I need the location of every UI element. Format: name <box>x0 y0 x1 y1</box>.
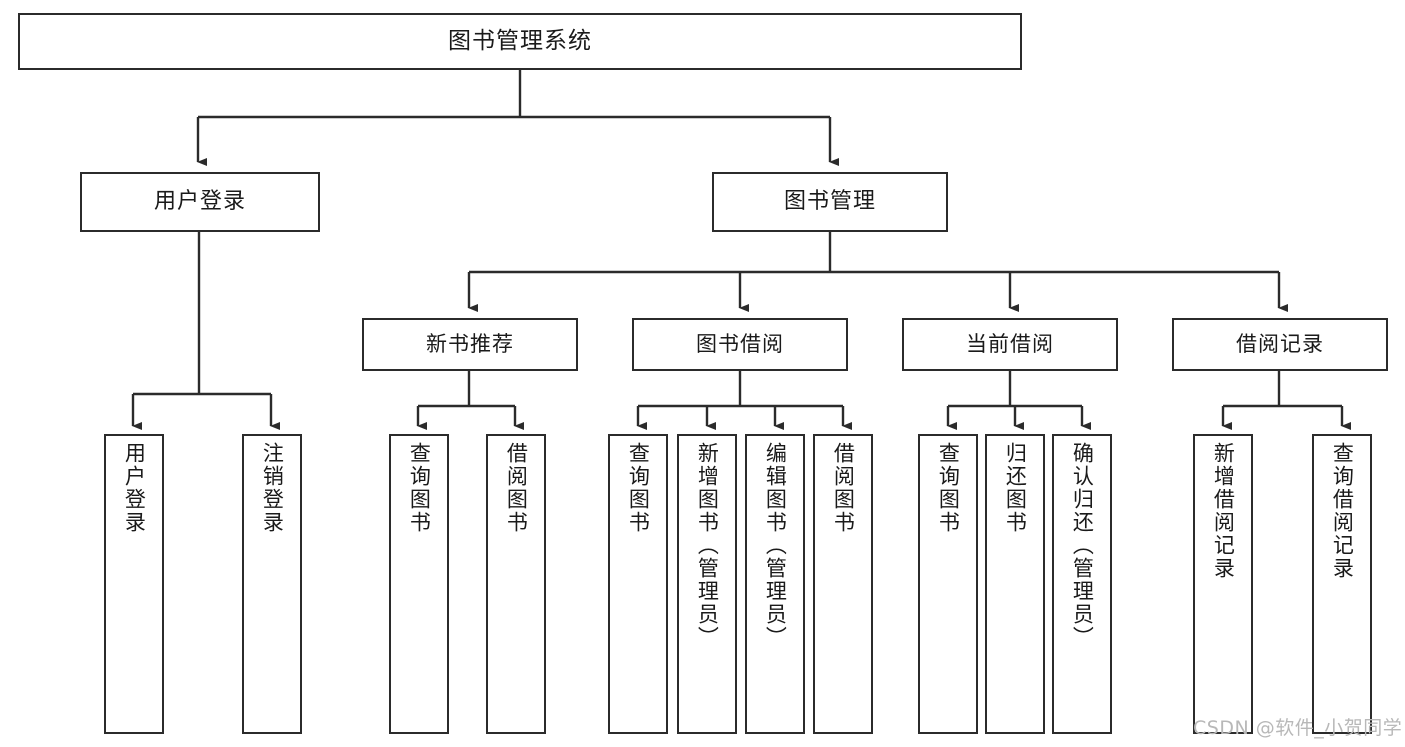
node-current-borrow[interactable]: 当前借阅 <box>902 318 1118 371</box>
leaf-borrow-add-book-admin[interactable]: 新增图书（管理员） <box>677 434 737 734</box>
node-label: 借阅记录 <box>1236 332 1324 357</box>
node-root-system[interactable]: 图书管理系统 <box>18 13 1022 70</box>
node-label: 借阅图书 <box>504 442 529 534</box>
node-label: 编辑图书（管理员） <box>763 442 788 649</box>
node-book-borrow[interactable]: 图书借阅 <box>632 318 848 371</box>
node-user-login[interactable]: 用户登录 <box>80 172 320 232</box>
node-label: 图书管理 <box>783 189 876 215</box>
leaf-current-confirm-return-admin[interactable]: 确认归还（管理员） <box>1052 434 1112 734</box>
node-label: 注销登录 <box>260 442 285 534</box>
leaf-record-add-record[interactable]: 新增借阅记录 <box>1193 434 1253 734</box>
node-new-book-recommend[interactable]: 新书推荐 <box>362 318 578 371</box>
node-label: 新增借阅记录 <box>1211 442 1236 580</box>
node-label: 查询借阅记录 <box>1330 442 1355 580</box>
leaf-user-login-login[interactable]: 用户登录 <box>104 434 164 734</box>
leaf-user-login-logout[interactable]: 注销登录 <box>242 434 302 734</box>
node-label: 查询图书 <box>407 442 432 534</box>
node-label: 图书管理系统 <box>448 27 592 54</box>
node-label: 用户登录 <box>153 189 246 215</box>
leaf-current-query-book[interactable]: 查询图书 <box>918 434 978 734</box>
leaf-recommend-query-book[interactable]: 查询图书 <box>389 434 449 734</box>
leaf-borrow-borrow-book[interactable]: 借阅图书 <box>813 434 873 734</box>
node-label: 当前借阅 <box>966 332 1054 357</box>
node-label: 新书推荐 <box>426 332 514 357</box>
node-label: 借阅图书 <box>831 442 856 534</box>
node-label: 用户登录 <box>122 442 147 534</box>
node-book-management[interactable]: 图书管理 <box>712 172 948 232</box>
leaf-current-return-book[interactable]: 归还图书 <box>985 434 1045 734</box>
leaf-borrow-edit-book-admin[interactable]: 编辑图书（管理员） <box>745 434 805 734</box>
node-label: 确认归还（管理员） <box>1070 442 1095 649</box>
node-label: 图书借阅 <box>696 332 784 357</box>
leaf-borrow-query-book[interactable]: 查询图书 <box>608 434 668 734</box>
node-label: 新增图书（管理员） <box>695 442 720 649</box>
watermark-text: CSDN @软件_小贺同学 <box>1193 717 1403 739</box>
node-label: 查询图书 <box>936 442 961 534</box>
node-borrow-record[interactable]: 借阅记录 <box>1172 318 1388 371</box>
node-label: 归还图书 <box>1003 442 1028 534</box>
leaf-record-query-record[interactable]: 查询借阅记录 <box>1312 434 1372 734</box>
node-label: 查询图书 <box>626 442 651 534</box>
leaf-recommend-borrow-book[interactable]: 借阅图书 <box>486 434 546 734</box>
